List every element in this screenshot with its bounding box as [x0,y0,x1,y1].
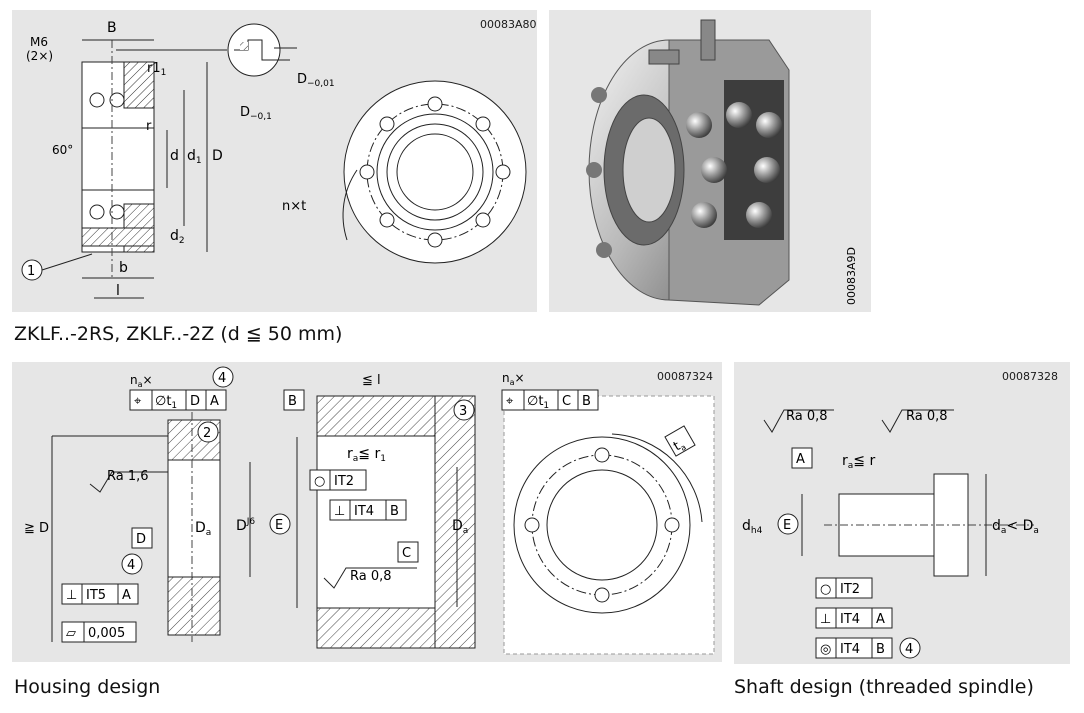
label-da-lt-Da: da< Da [992,518,1039,536]
svg-text:B: B [876,642,885,657]
label-r1: r11 [147,61,166,78]
ref-marker-3: 3 [459,404,467,419]
ref-marker-4b: 4 [127,558,135,573]
datum-A-box [791,447,813,469]
svg-text:◎: ◎ [820,642,831,657]
bearing-3d-image: 00083A9D [586,19,858,306]
label-Da-middle: Da [452,518,468,536]
label-ra-0-8: Ra 0,8 [350,569,392,584]
label-D-001: D−0,01 [297,72,335,89]
perpendicularity-frame-it4: ⊥ IT4 B [329,499,407,521]
shaft-circularity-frame-it2: ○ IT2 [815,577,873,599]
datum-B-box [283,389,305,411]
label-D-J6: DJ6 [236,517,255,534]
svg-text:IT2: IT2 [334,474,354,489]
label-b: b [119,260,128,276]
ref-marker-4a: 4 [218,371,226,386]
datum-C-box [397,541,419,563]
svg-text:IT4: IT4 [840,642,860,657]
svg-text:B: B [582,394,591,409]
svg-text:C: C [562,394,571,409]
svg-text:A: A [122,588,131,603]
caption-shaft: Shaft design (threaded spindle) [734,676,1034,698]
label-l: l [116,283,120,299]
label-2x: (2×) [26,49,53,63]
svg-text:○: ○ [820,582,831,597]
svg-text:▱: ▱ [66,626,76,641]
label-D: D [212,148,223,164]
shaft-design-panel: 00087328 Ra 0,8 Ra 0,8 A ra≦ r dh4 E da<… [734,362,1070,664]
svg-text:⌖: ⌖ [134,394,142,409]
housing-code: 00087324 [657,370,713,383]
flatness-frame: ▱ 0,005 [61,621,137,643]
shaft-drawing: Ra 0,8 Ra 0,8 A ra≦ r dh4 E da< Da ○ IT2… [742,409,1039,659]
label-ra-le-r: ra≦ r [842,453,875,471]
caption-housing: Housing design [14,676,161,698]
label-ge-D: ≧ D [24,521,49,536]
label-dh4: dh4 [742,518,763,536]
svg-text:IT2: IT2 [840,582,860,597]
image-code: 00083A9D [845,247,858,305]
svg-text:IT4: IT4 [354,504,374,519]
svg-text:∅t1: ∅t1 [527,394,549,411]
perpendicularity-frame-it5: ⊥ IT5 A [61,583,139,605]
svg-text:A: A [876,612,885,627]
svg-text:0,005: 0,005 [88,626,125,641]
ta-box [664,425,696,457]
svg-text:A: A [210,394,219,409]
svg-text:⊥: ⊥ [820,612,831,627]
label-60deg: 60° [52,143,73,157]
svg-text:IT4: IT4 [840,612,860,627]
label-d1: d1 [187,148,202,166]
drawing-code: 00083A80 [480,18,537,31]
label-na-right: na× [502,371,525,387]
datum-D: D [136,532,146,547]
svg-text:IT5: IT5 [86,588,106,603]
label-ra-0-8-left: Ra 0,8 [786,409,828,424]
housing-design-panel: 00087324 ⌖ ∅t1 D A ⊥ IT5 A [12,362,722,662]
flange-front-view [342,80,527,264]
label-ra-0-8-right: Ra 0,8 [906,409,948,424]
datum-D-box [131,527,153,549]
shaft-concentricity-frame-it4: ◎ IT4 B [815,637,893,659]
ref-marker-4-shaft: 4 [905,642,913,657]
label-D-01: D−0,1 [240,105,272,122]
svg-text:○: ○ [314,474,325,489]
label-ta: ta [671,436,688,455]
bearing-drawing-panel: 00083A80 [12,10,537,312]
ref-marker-2: 2 [203,426,211,441]
datum-A: A [796,452,805,467]
datum-C: C [402,546,411,561]
label-M6: M6 [30,35,48,49]
bearing-3d-panel: 00083A9D [549,10,871,312]
label-nxt: n×t [282,199,306,214]
label-d2: d2 [170,228,185,246]
label-ra-1-6: Ra 1,6 [107,469,149,484]
svg-text:⊥: ⊥ [334,504,345,519]
label-d: d [170,148,179,164]
svg-text:∅t1: ∅t1 [155,394,177,411]
svg-text:B: B [390,504,399,519]
shaft-perpendicularity-frame-it4: ⊥ IT4 A [815,607,893,629]
label-Da-left: Da [195,520,211,538]
datum-B: B [288,394,297,409]
label-r: r [146,119,152,134]
shaft-code: 00087328 [1002,370,1058,383]
position-frame-b: ⌖ ∅t1 C B [501,389,599,411]
svg-text:D: D [190,394,200,409]
label-E-shaft: E [783,518,791,533]
position-frame-a: ⌖ ∅t1 D A [129,389,227,411]
housing-drawing: ⌖ ∅t1 D A ⊥ IT5 A ▱ 0,005 D na× 4 2 4 Ra… [24,366,715,655]
caption-top: ZKLF..-2RS, ZKLF..-2Z (d ≦ 50 mm) [14,323,343,345]
label-ra-le-r1: ra≦ r1 [347,446,386,464]
svg-text:⊥: ⊥ [66,588,77,603]
label-B: B [107,20,117,36]
label-E: E [275,518,283,533]
label-le-l: ≦ l [362,373,381,388]
label-na-left: na× [130,373,153,389]
bearing-drawing: B M6 (2×) r11 r 60° d d1 D d2 b l 1 D−0,… [21,20,527,299]
ref-marker-1: 1 [27,264,35,279]
circularity-frame-it2: ○ IT2 [309,469,367,491]
svg-text:⌖: ⌖ [506,394,514,409]
